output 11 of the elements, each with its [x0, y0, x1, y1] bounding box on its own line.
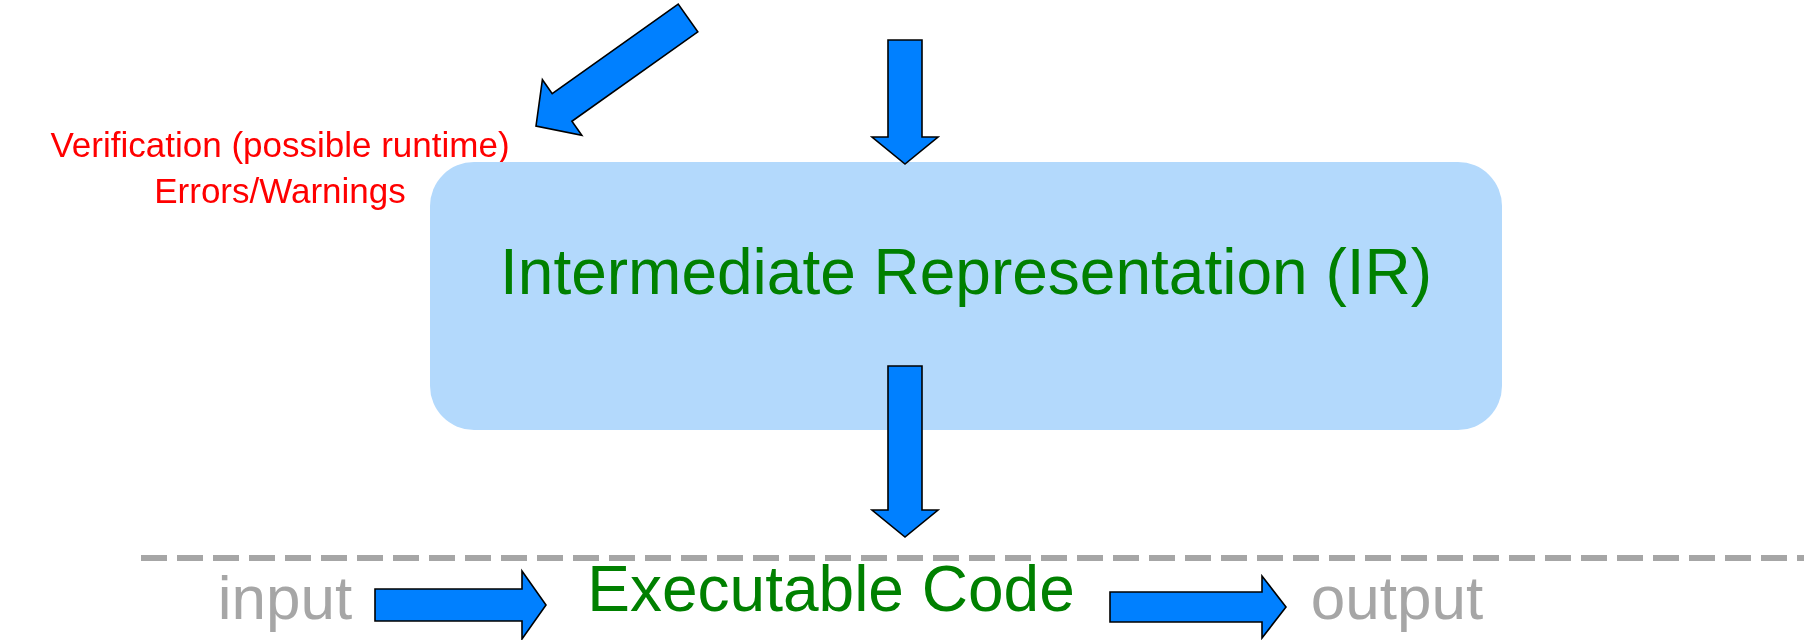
block-arrow [869, 39, 941, 166]
code-label: Executable Code [587, 553, 1075, 625]
input-label: input [217, 566, 353, 630]
warning-note: Verification (possible runtime) Errors/Warnings [49, 124, 511, 212]
panel-title: Intermediate Representation (IR) [500, 236, 1432, 308]
block-arrow [535, 3, 699, 137]
output-label: output [1310, 566, 1484, 630]
ir-panel [430, 162, 1502, 430]
block-arrow [869, 365, 941, 539]
block-arrow [374, 568, 547, 640]
block-arrow [1109, 573, 1287, 640]
